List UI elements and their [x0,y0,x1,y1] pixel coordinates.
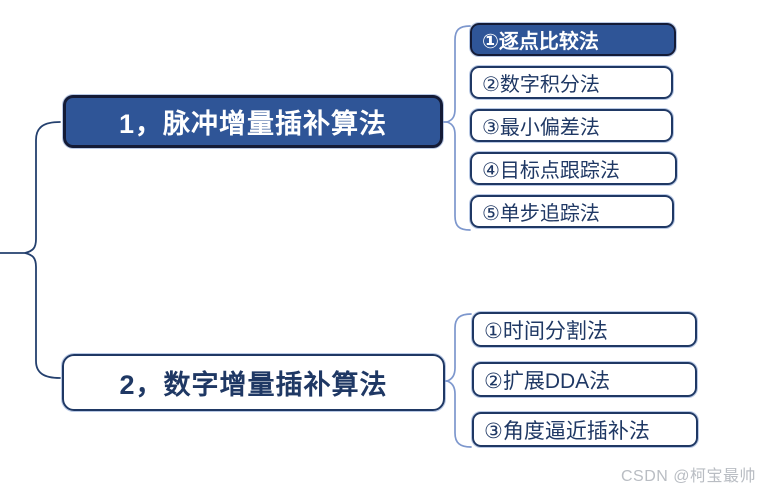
branch1-brace [444,25,471,231]
branch-node-pulse-increment[interactable]: 1，脉冲增量插补算法 [62,94,444,149]
subtopic-single-step-tracking[interactable]: ⑤单步追踪法 [469,194,675,229]
subtopic-target-point-tracking[interactable]: ④目标点跟踪法 [469,151,678,186]
branch-node-digital-increment[interactable]: 2，数字增量插补算法 [61,353,446,412]
root-brace [24,121,61,379]
subtopic-point-by-point-comparison[interactable]: ①逐点比较法 [469,22,677,57]
subtopic-time-division[interactable]: ①时间分割法 [471,311,698,348]
subtopic-digital-integration[interactable]: ②数字积分法 [469,65,674,100]
subtopic-minimum-deviation[interactable]: ③最小偏差法 [469,108,674,143]
csdn-watermark: CSDN @柯宝最帅 [620,468,756,485]
subtopic-angle-approximation[interactable]: ③角度逼近插补法 [471,411,699,448]
subtopic-extended-dda[interactable]: ②扩展DDA法 [471,361,698,398]
branch2-brace [444,313,472,448]
